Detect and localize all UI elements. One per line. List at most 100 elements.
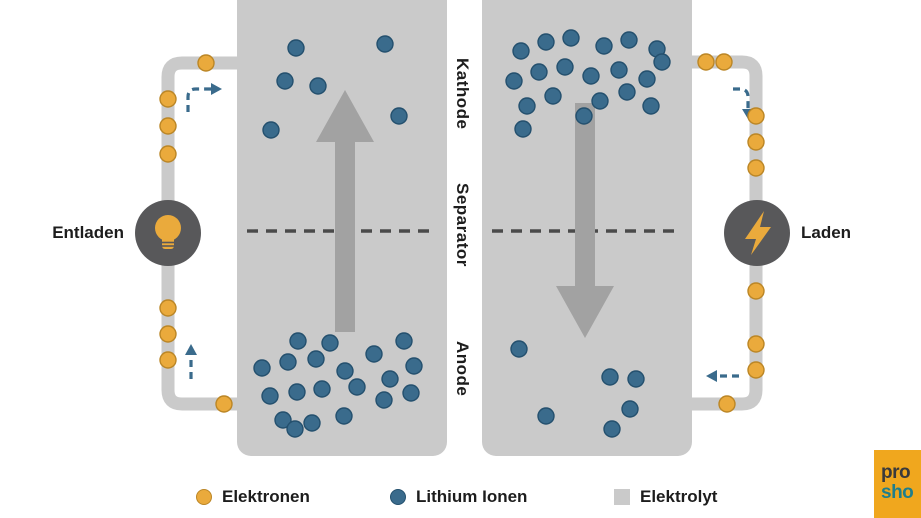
- lithium-ion-dot: [376, 35, 394, 53]
- electron-dot: [718, 395, 736, 413]
- electron-dot: [747, 282, 765, 300]
- lithium-ion-dot: [591, 92, 609, 110]
- lithium-ion-dot: [603, 420, 621, 438]
- electron-dot: [159, 90, 177, 108]
- lithium-ion-dot: [307, 350, 325, 368]
- legend-item-lithium-ionen: Lithium Ionen: [390, 487, 527, 507]
- lithium-ion-dot: [375, 391, 393, 409]
- right-cell-top-ions: [505, 29, 671, 138]
- lithium-ion-dot: [313, 380, 331, 398]
- lithium-ion-dot: [336, 362, 354, 380]
- electron-dot: [747, 361, 765, 379]
- lithium-ion-dot: [653, 53, 671, 71]
- lithium-ion-dot: [510, 340, 528, 358]
- electrolyte-legend-swatch-icon: [614, 489, 630, 505]
- logo-text-pro: pro: [881, 462, 911, 483]
- lithium-ion-dot: [505, 72, 523, 90]
- electron-dot: [747, 335, 765, 353]
- lithium-ion-dot: [627, 370, 645, 388]
- left-top-flow-arrow: [186, 87, 211, 112]
- electron-dot: [697, 53, 715, 71]
- left-up-arrow: [316, 90, 374, 332]
- electron-dot: [747, 159, 765, 177]
- lithium-ion-dot: [365, 345, 383, 363]
- electron-dot: [159, 325, 177, 343]
- lithium-ion-legend-swatch-icon: [390, 489, 406, 505]
- entladen-label: Entladen: [52, 223, 124, 242]
- electron-dot: [197, 54, 215, 72]
- lithium-ion-dot: [289, 332, 307, 350]
- lithium-ion-dot: [390, 107, 408, 125]
- anode-label: Anode: [453, 341, 472, 397]
- lithium-ion-dot: [274, 411, 292, 429]
- right-circuit-electrons: [697, 53, 765, 413]
- lithium-ion-dot: [309, 77, 327, 95]
- lithium-ion-dot: [262, 121, 280, 139]
- kathode-label: Kathode: [453, 58, 472, 130]
- lithium-ion-dot: [261, 387, 279, 405]
- lightning-bolt: [745, 211, 771, 255]
- electron-dot: [747, 107, 765, 125]
- electrolyte-legend-label: Elektrolyt: [640, 487, 718, 506]
- lithium-ion-dot: [395, 332, 413, 350]
- lithium-ion-dot: [620, 31, 638, 49]
- logo-text-sho: sho: [881, 482, 914, 503]
- lithium-ion-dot: [638, 70, 656, 88]
- laden-label: Laden: [801, 223, 852, 242]
- lithium-ion-dot: [287, 39, 305, 57]
- electron-dot: [159, 145, 177, 163]
- light-bulb-glass: [155, 215, 181, 241]
- lithium-ion-dot: [405, 357, 423, 375]
- lithium-ion-dot: [335, 407, 353, 425]
- lithium-ion-dot: [582, 67, 600, 85]
- lightning-icon: [724, 200, 790, 266]
- lithium-ion-legend-label: Lithium Ionen: [416, 487, 528, 506]
- lithium-ion-dot: [288, 383, 306, 401]
- lithium-ion-dot: [321, 334, 339, 352]
- electron-dot: [747, 133, 765, 151]
- left-circuit-electrons: [159, 54, 233, 413]
- right-down-arrow: [556, 103, 614, 338]
- lithium-ion-dot: [544, 87, 562, 105]
- lithium-ion-dot: [253, 359, 271, 377]
- lithium-ion-dot: [514, 120, 532, 138]
- lithium-ion-dot: [279, 353, 297, 371]
- lithium-ion-dot: [303, 414, 321, 432]
- right-cell-bottom-ions: [510, 340, 645, 438]
- lithium-ion-dot: [575, 107, 593, 125]
- lithium-ion-dot: [642, 97, 660, 115]
- light-bulb-base: [162, 238, 174, 249]
- legend-item-elektronen: Elektronen: [196, 487, 310, 507]
- lithium-ion-dot: [286, 420, 304, 438]
- right-top-flow-arrow: [733, 87, 750, 109]
- electron-dot: [715, 53, 733, 71]
- lithium-ion-dot: [402, 384, 420, 402]
- electron-dot: [215, 395, 233, 413]
- separator-label: Separator: [453, 183, 472, 267]
- light-bulb-icon: [135, 200, 201, 266]
- lithium-ion-dot: [518, 97, 536, 115]
- lithium-ion-dot: [610, 61, 628, 79]
- lithium-ion-dot: [601, 368, 619, 386]
- lithium-ion-dot: [562, 29, 580, 47]
- left-bottom-flow-arrowhead-icon: [185, 344, 197, 355]
- legend-item-elektrolyt: Elektrolyt: [614, 487, 717, 507]
- lithium-ion-dot: [381, 370, 399, 388]
- left-top-flow-arrowhead-icon: [211, 83, 222, 95]
- left-cell-top-ions: [262, 35, 408, 139]
- right-bottom-flow-arrowhead-icon: [706, 370, 717, 382]
- lithium-ion-dot: [276, 72, 294, 90]
- electron-dot: [159, 299, 177, 317]
- left-cell-bottom-ions: [253, 332, 423, 438]
- lithium-ion-dot: [618, 83, 636, 101]
- lithium-ion-dot: [512, 42, 530, 60]
- logo: pro sho: [874, 450, 921, 518]
- lithium-ion-dot: [621, 400, 639, 418]
- lithium-ion-dot: [530, 63, 548, 81]
- lithium-ion-dot: [537, 33, 555, 51]
- lithium-ion-dot: [537, 407, 555, 425]
- electron-legend-label: Elektronen: [222, 487, 310, 506]
- electron-dot: [159, 117, 177, 135]
